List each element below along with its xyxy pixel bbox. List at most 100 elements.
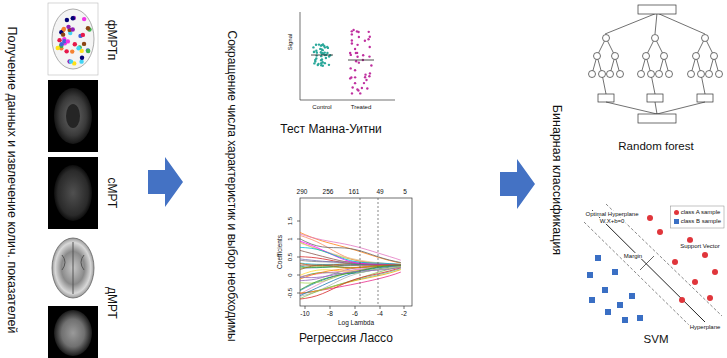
fmri-network-image: [86, 49, 90, 53]
t1-brain-image: [62, 242, 84, 294]
scatter-plot: [364, 73, 366, 75]
scatter-plot: [370, 64, 372, 66]
fmri-network-image: [69, 59, 73, 63]
random-forest-diagram: [638, 114, 676, 123]
lasso-plot: [300, 239, 401, 263]
random-forest-diagram: [607, 71, 614, 78]
svm-plot: [587, 272, 593, 278]
tick-label: -10: [300, 311, 309, 318]
legend-swatch: [674, 210, 679, 215]
category-label: Control: [312, 104, 331, 110]
tick-label: 161: [349, 189, 360, 196]
random-forest-diagram: [666, 71, 673, 78]
scatter-plot: [314, 59, 316, 61]
scatter-plot: [368, 55, 370, 57]
fmri-network-image: [64, 49, 68, 53]
fmri-network-image: [73, 42, 77, 46]
scatter-plot: [354, 82, 356, 84]
random-forest-diagram: [599, 71, 606, 78]
scatter-plot: [300, 12, 395, 100]
svm-plot: [657, 229, 663, 235]
scatter-plot: [319, 48, 321, 50]
fmri-network-image: [52, 9, 94, 69]
fmri-network-image: [79, 59, 83, 63]
lasso-plot: [300, 241, 401, 265]
tick-label: 290: [297, 189, 308, 196]
random-forest-diagram: [702, 35, 709, 42]
fmri-network-image: [65, 18, 69, 22]
scatter-plot: [367, 38, 369, 40]
fmri-network-image: [62, 27, 66, 31]
modality-label: дМРТ: [106, 287, 119, 319]
random-forest-diagram: [706, 71, 713, 78]
lasso-plot: [300, 268, 401, 299]
legend-swatch: [674, 219, 679, 224]
scatter-plot: [350, 54, 352, 56]
random-forest-diagram: [638, 5, 676, 14]
scatter-plot: [357, 31, 359, 33]
axis-label: Signal: [287, 34, 293, 51]
svm-plot: [647, 215, 653, 221]
scatter-plot: [354, 69, 356, 71]
scatter-plot: [311, 55, 333, 56]
scatter-plot: [362, 54, 364, 56]
random-forest-diagram: [598, 94, 614, 102]
scatter-plot: [351, 39, 353, 41]
fmri-network-image: [82, 42, 86, 46]
scatter-plot: [321, 58, 323, 60]
stage-heading: Бинарная классификация: [549, 105, 562, 255]
scatter-plot: [351, 42, 353, 44]
fmri-network-image: [61, 32, 65, 36]
fmri-network-image: [80, 56, 84, 60]
tick-label: -2: [401, 311, 407, 318]
random-forest-diagram: [605, 13, 705, 34]
legend-text: class B sample: [681, 218, 721, 224]
svm-plot: [595, 255, 601, 261]
scatter-plot: [349, 67, 351, 69]
tick-label: 5: [403, 189, 407, 196]
scatter-plot: [321, 61, 323, 63]
svm-plot: [622, 317, 628, 323]
random-forest-diagram: [691, 38, 719, 94]
tick-label: -0.5: [287, 288, 293, 298]
lasso-plot: [297, 221, 404, 309]
scatter-plot: [311, 29, 374, 95]
t1-brain-image: [48, 234, 98, 302]
svm-plot: [584, 204, 724, 326]
block-arrow: [500, 159, 535, 209]
random-forest-diagram: [648, 71, 655, 78]
smri-image: [48, 157, 98, 229]
fmri-network-image: [86, 26, 90, 30]
random-forest-diagram: [641, 38, 669, 94]
fmri-network-image: [71, 16, 75, 20]
scatter-plot: [354, 48, 356, 50]
scatter-plot: [351, 92, 353, 94]
panel-caption: Тест Манна-Уитни: [280, 123, 382, 136]
fmri-network-image: [71, 27, 75, 31]
tick-label: 256: [323, 189, 334, 196]
scatter-plot: [354, 76, 356, 78]
smri-image: [48, 80, 98, 152]
dmri-image: [48, 306, 98, 358]
random-forest-diagram: [656, 71, 663, 78]
tick-label: 49: [376, 189, 383, 196]
lasso-plot: [300, 265, 401, 295]
scatter-plot: [369, 36, 371, 38]
tick-label: 1: [287, 237, 293, 240]
random-forest-diagram: [643, 53, 650, 60]
lasso-plot: [300, 264, 401, 265]
random-forest-diagram: [716, 71, 723, 78]
random-forest-diagram: [647, 94, 663, 102]
fmri-network-image: [48, 3, 98, 75]
scatter-plot: [363, 82, 365, 84]
scatter-plot: [358, 36, 360, 38]
scatter-plot: [366, 87, 368, 89]
t1-brain-image: [48, 234, 98, 302]
lasso-plot: [360, 198, 361, 306]
random-forest-diagram: [617, 71, 624, 78]
lasso-plot: [300, 235, 401, 264]
smri-image: [48, 80, 98, 152]
plot-annotation: W.X+b=0: [599, 218, 626, 224]
scatter-plot: [351, 33, 353, 35]
